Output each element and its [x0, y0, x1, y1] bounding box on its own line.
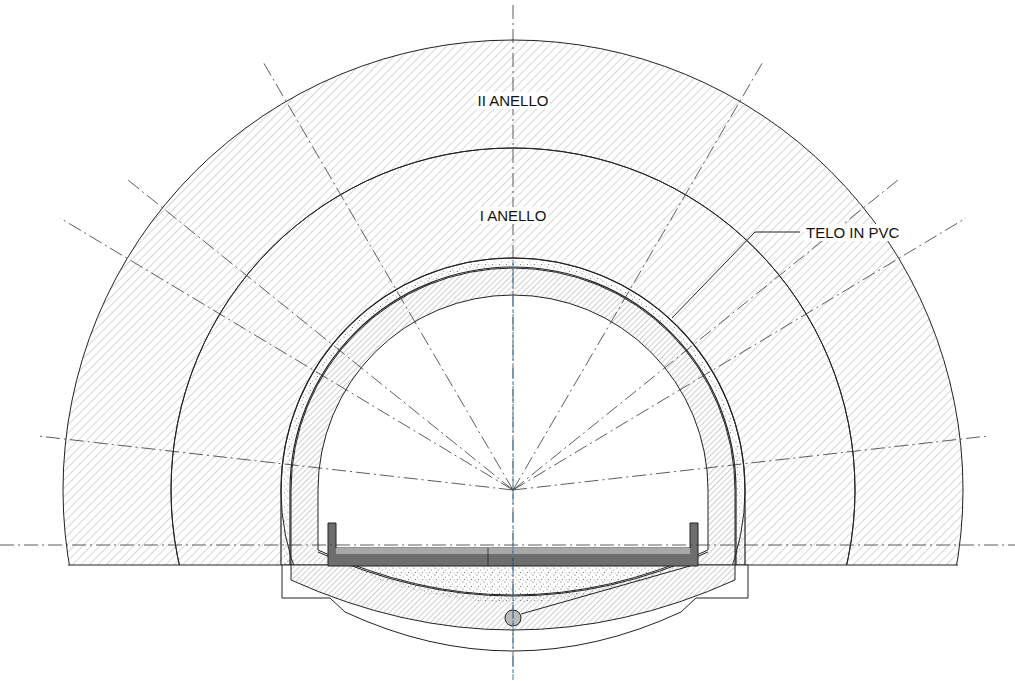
ring-label: II ANELLO [476, 92, 551, 109]
ring-label: I ANELLO [478, 207, 549, 224]
callout-label: TELO IN PVC [804, 224, 901, 241]
leader-line [672, 232, 800, 318]
